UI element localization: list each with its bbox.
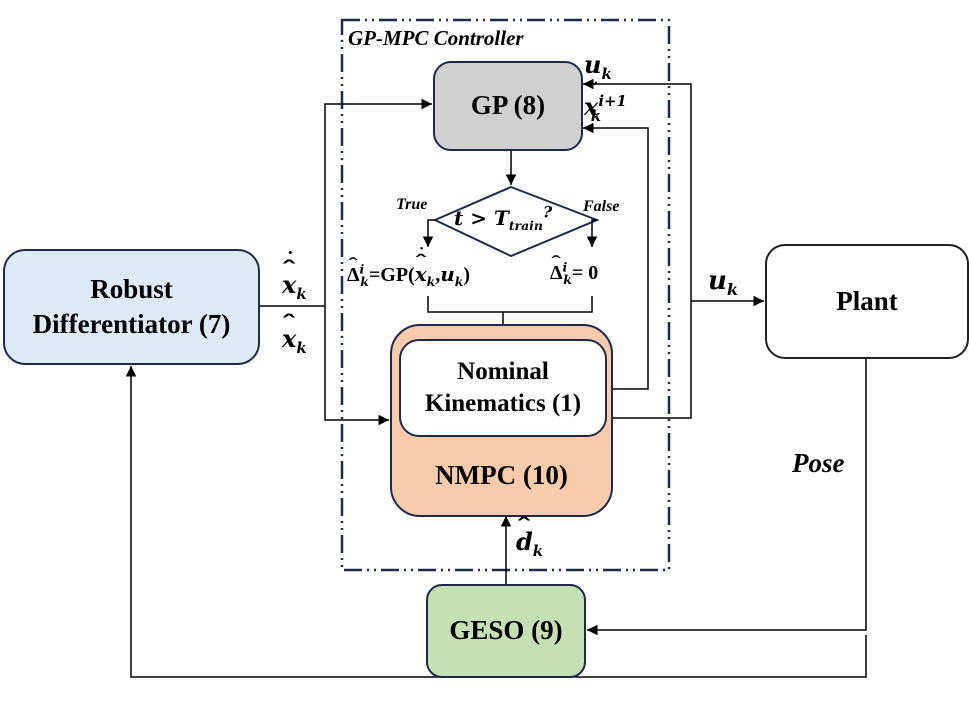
robust-differentiator-block[interactable]: Robust Differentiator (7)	[3, 249, 260, 365]
wire-true-branch	[422, 219, 435, 247]
signal-u-gp: uk	[584, 50, 612, 83]
wire-merge	[427, 296, 593, 313]
decision-condition: t > Ttrain?	[454, 202, 553, 233]
signal-x-hat-dot: xk	[282, 270, 307, 301]
plant-block[interactable]: Plant	[765, 244, 969, 359]
rd-label-line1: Robust	[90, 273, 173, 304]
geso-block[interactable]: GESO (9)	[426, 584, 586, 678]
true-label: True	[396, 196, 428, 213]
nominal-kinematics-block[interactable]: Nominal Kinematics (1)	[399, 339, 607, 437]
true-output-formula: Δik=GP(xk,uk)	[347, 262, 470, 288]
plant-label: Plant	[836, 285, 898, 316]
geso-label: GESO (9)	[449, 615, 563, 646]
nominal-label-line2: Kinematics (1)	[424, 390, 582, 417]
signal-pose: Pose	[792, 448, 845, 478]
gp-label: GP (8)	[470, 90, 546, 121]
signal-u-plant: uk	[708, 266, 739, 300]
false-label: False	[583, 198, 620, 215]
signal-x-hat: xk	[282, 324, 307, 355]
wire-rd-to-nmpc	[324, 306, 389, 426]
controller-title: GP-MPC Controller	[348, 26, 524, 50]
decision-diamond	[432, 185, 600, 258]
wire-pose-to-geso	[587, 358, 867, 636]
nmpc-label: NMPC (10)	[435, 459, 568, 490]
gp-block[interactable]: GP (8)	[433, 61, 583, 151]
signal-x-tilde: xi+1k	[584, 92, 627, 123]
wire-nominal-to-gp	[583, 122, 649, 390]
nominal-label-line1: Nominal	[457, 357, 549, 385]
rd-label-line2: Differentiator (7)	[32, 309, 231, 339]
signal-d-hat: dk	[516, 527, 543, 558]
wire-rd-to-gp	[324, 98, 432, 306]
wire-false-branch	[586, 219, 598, 247]
wire-nmpc-out	[583, 78, 692, 419]
false-output-formula: Δik= 0	[550, 261, 598, 286]
